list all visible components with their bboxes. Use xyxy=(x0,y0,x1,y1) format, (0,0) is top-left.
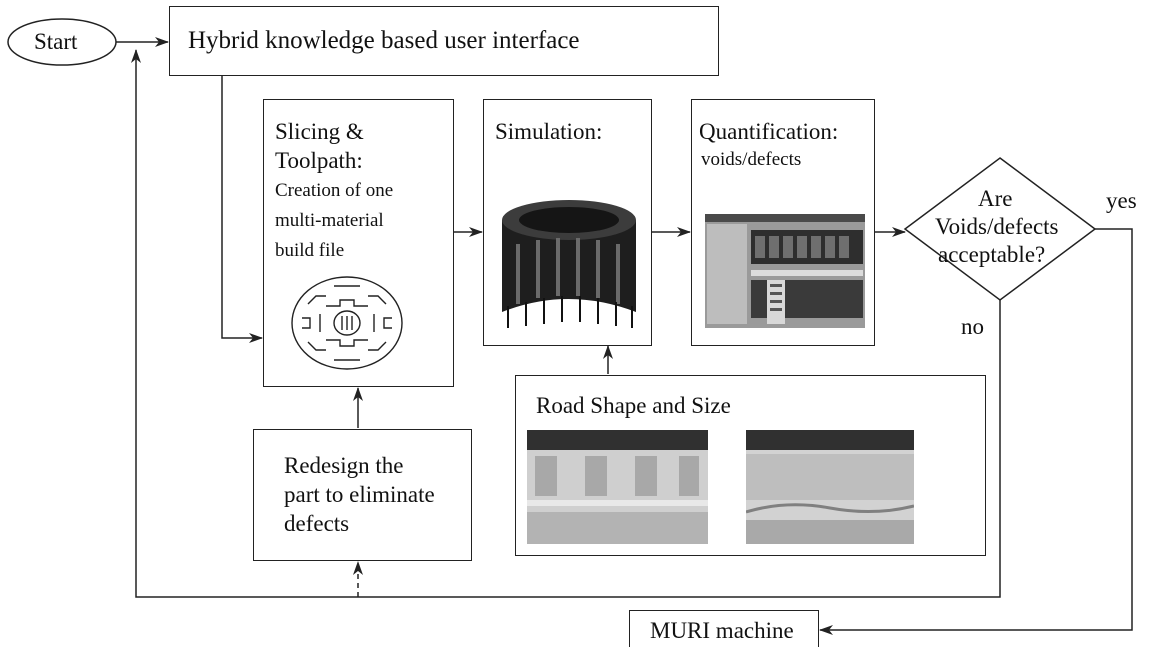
yes-label: yes xyxy=(1106,188,1137,213)
slicing-toolpath-box: Slicing & Toolpath: Creation of one mult… xyxy=(263,99,454,387)
road-photo-right xyxy=(746,430,914,544)
slicing-title-line1: Slicing & xyxy=(275,119,364,144)
hybrid-interface-box: Hybrid knowledge based user interface xyxy=(169,6,719,76)
redesign-line3: defects xyxy=(284,511,350,536)
muri-machine-label: MURI machine xyxy=(650,618,794,643)
quantification-screenshot-image xyxy=(705,214,865,328)
quantification-box: Quantification: voids/defects xyxy=(691,99,875,346)
simulation-3d-model-image xyxy=(502,200,636,328)
redesign-line2: part to eliminate xyxy=(284,482,435,507)
slicing-body-line2: multi-material xyxy=(275,210,384,231)
decision-line1: Are xyxy=(978,186,1013,211)
slicing-body-line3: build file xyxy=(275,240,345,261)
quantification-title: Quantification: xyxy=(699,119,839,144)
slicing-title-line2: Toolpath: xyxy=(275,148,363,173)
road-shape-box: Road Shape and Size xyxy=(515,375,986,556)
decision-line3: acceptable? xyxy=(938,242,1046,267)
simulation-title: Simulation: xyxy=(495,119,603,144)
hybrid-interface-label: Hybrid knowledge based user interface xyxy=(188,27,580,54)
quantification-subtitle: voids/defects xyxy=(701,149,802,170)
decision-diamond xyxy=(903,157,1097,301)
road-photo-left xyxy=(527,430,708,544)
arrow-yes-to-muri xyxy=(819,228,1133,635)
decision-line2: Voids/defects xyxy=(935,214,1059,239)
toolpath-disc-icon xyxy=(291,276,403,370)
arrow-no-loop-back xyxy=(131,49,1001,598)
start-label: Start xyxy=(34,29,78,54)
muri-machine-box: MURI machine xyxy=(629,610,819,647)
simulation-box: Simulation: xyxy=(483,99,652,346)
arrow-hybrid-to-slicing xyxy=(221,76,263,343)
start-ellipse xyxy=(7,18,117,66)
slicing-body-line1: Creation of one xyxy=(275,180,394,201)
road-shape-title: Road Shape and Size xyxy=(536,393,731,418)
redesign-box: Redesign the part to eliminate defects xyxy=(253,429,472,561)
no-label: no xyxy=(961,314,984,339)
redesign-line1: Redesign the xyxy=(284,453,404,478)
